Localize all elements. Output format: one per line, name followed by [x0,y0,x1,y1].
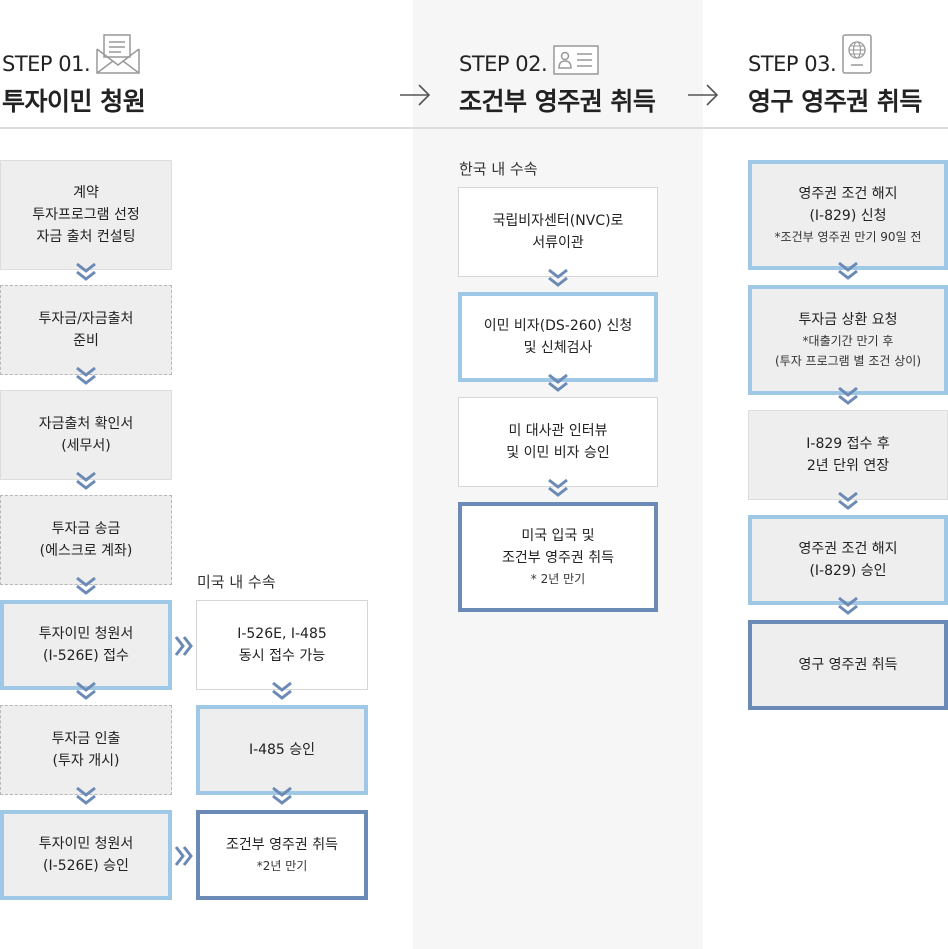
step-3-number: STEP 03. [748,52,837,76]
box-text: (세무서) [61,438,111,454]
col3-box-i829-approval: 영주권 조건 해지 (I-829) 승인 [748,515,948,605]
chevron-down-icon [548,478,568,497]
box-text: 조건부 영주권 취득 [226,837,338,853]
col2-box-embassy-interview: 미 대사관 인터뷰 및 이민 비자 승인 [458,397,658,487]
box-text: (I-526E) 승인 [43,858,129,874]
col2-box-us-entry: 미국 입국 및 조건부 영주권 취득 * 2년 만기 [458,502,658,612]
box-note: *대출기간 만기 후 [802,334,894,348]
box-text: (I-526E) 접수 [43,648,129,664]
col1-box-contract: 계약 투자프로그램 선정 자금 출처 컨설팅 [0,160,172,270]
box-text: 서류이관 [532,235,584,251]
chevron-down-icon [76,471,96,490]
box-text: (에스크로 계좌) [39,543,133,559]
box-text: 투자금 상환 요청 [798,312,898,328]
chevron-down-icon [76,262,96,281]
box-note: *2년 만기 [256,859,308,873]
chevron-right-icon [174,846,193,866]
step-1-header: STEP 01. 투자이민 청원 [2,52,146,118]
box-text: 조건부 영주권 취득 [502,550,614,566]
box-text: 계약 [73,185,99,201]
col3-box-i829-extension: I-829 접수 후 2년 단위 연장 [748,410,948,500]
col3-box-permanent-green-card: 영구 영주권 취득 [748,620,948,710]
box-text: 투자금/자금출처 [38,311,134,327]
step-2-number: STEP 02. [459,52,548,76]
chevron-down-icon [838,261,858,280]
header-divider [0,127,948,129]
step-3-header: STEP 03. 영구 영주권 취득 [748,52,922,118]
box-text: 투자금 인출 [51,731,121,747]
box-text: 미국 입국 및 [521,528,595,544]
chevron-down-icon [272,786,292,805]
box-text: 투자이민 청원서 [38,626,134,642]
box-text: 동시 접수 가능 [238,648,326,664]
col1-box-petition-filed: 투자이민 청원서 (I-526E) 접수 [0,600,172,690]
box-text: 국립비자센터(NVC)로 [492,213,624,229]
col2-box-ds260-application: 이민 비자(DS-260) 신청 및 신체검사 [458,292,658,382]
col3-box-i829-filing: 영주권 조건 해지 (I-829) 신청 *조건부 영주권 만기 90일 전 [748,160,948,270]
chevron-down-icon [76,786,96,805]
box-text: 및 신체검사 [523,340,593,356]
box-text: 투자프로그램 선정 [32,207,140,223]
box-text: 미 대사관 인터뷰 [508,423,608,439]
col1-box-fund-withdrawal: 투자금 인출 (투자 개시) [0,705,172,795]
arrow-right-icon [688,84,719,106]
box-text: 및 이민 비자 승인 [506,445,610,461]
box-text: 영주권 조건 해지 [798,541,898,557]
step-3-title: 영구 영주권 취득 [748,87,922,116]
box-text: (I-829) 신청 [809,208,887,224]
step-2-title: 조건부 영주권 취득 [459,87,656,116]
box-note: *조건부 영주권 만기 90일 전 [774,230,922,244]
chevron-down-icon [838,491,858,510]
box-text: 영구 영주권 취득 [798,657,898,673]
chevron-down-icon [548,373,568,392]
chevron-down-icon [838,596,858,615]
chevron-down-icon [76,681,96,700]
box-text: (투자 개시) [52,753,120,769]
col1-box-petition-approved: 투자이민 청원서 (I-526E) 승인 [0,810,172,900]
chevron-right-icon [174,636,193,656]
col1-box-fund-source-confirmation: 자금출처 확인서 (세무서) [0,390,172,480]
envelope-icon [96,34,140,74]
col2-box-nvc-transfer: 국립비자센터(NVC)로 서류이관 [458,187,658,277]
box-text: 준비 [73,333,99,349]
box-text: 자금출처 확인서 [38,416,134,432]
passport-icon [842,34,872,74]
box-text: 2년 단위 연장 [806,458,890,474]
step-2-header: STEP 02. 조건부 영주권 취득 [459,52,656,118]
chevron-down-icon [548,268,568,287]
chevron-down-icon [76,576,96,595]
box-text: I-526E, I-485 [237,626,327,642]
box-note: (투자 프로그램 별 조건 상이) [774,354,922,368]
chevron-down-icon [76,366,96,385]
col1b-box-i485-approval: I-485 승인 [196,705,368,795]
col1-box-remittance: 투자금 송금 (에스크로 계좌) [0,495,172,585]
korea-processing-label: 한국 내 수속 [459,160,538,178]
box-text: 자금 출처 컨설팅 [36,229,136,245]
box-text: I-829 접수 후 [806,436,890,452]
col1b-box-concurrent-filing: I-526E, I-485 동시 접수 가능 [196,600,368,690]
id-card-icon [553,45,599,75]
box-text: 투자이민 청원서 [38,836,134,852]
col3-box-repayment-request: 투자금 상환 요청 *대출기간 만기 후 (투자 프로그램 별 조건 상이) [748,285,948,395]
step-1-title: 투자이민 청원 [2,87,146,116]
us-processing-label: 미국 내 수속 [197,573,276,591]
box-text: 투자금 송금 [51,521,121,537]
box-text: (I-829) 승인 [809,563,887,579]
step-1-number: STEP 01. [2,52,91,76]
chevron-down-icon [272,681,292,700]
col1-box-prepare-funds: 투자금/자금출처 준비 [0,285,172,375]
box-text: I-485 승인 [248,742,316,758]
arrow-right-icon [400,84,431,106]
col1b-box-conditional-green-card: 조건부 영주권 취득 *2년 만기 [196,810,368,900]
chevron-down-icon [838,386,858,405]
box-text: 영주권 조건 해지 [798,186,898,202]
box-note: * 2년 만기 [530,572,586,586]
box-text: 이민 비자(DS-260) 신청 [483,318,633,334]
